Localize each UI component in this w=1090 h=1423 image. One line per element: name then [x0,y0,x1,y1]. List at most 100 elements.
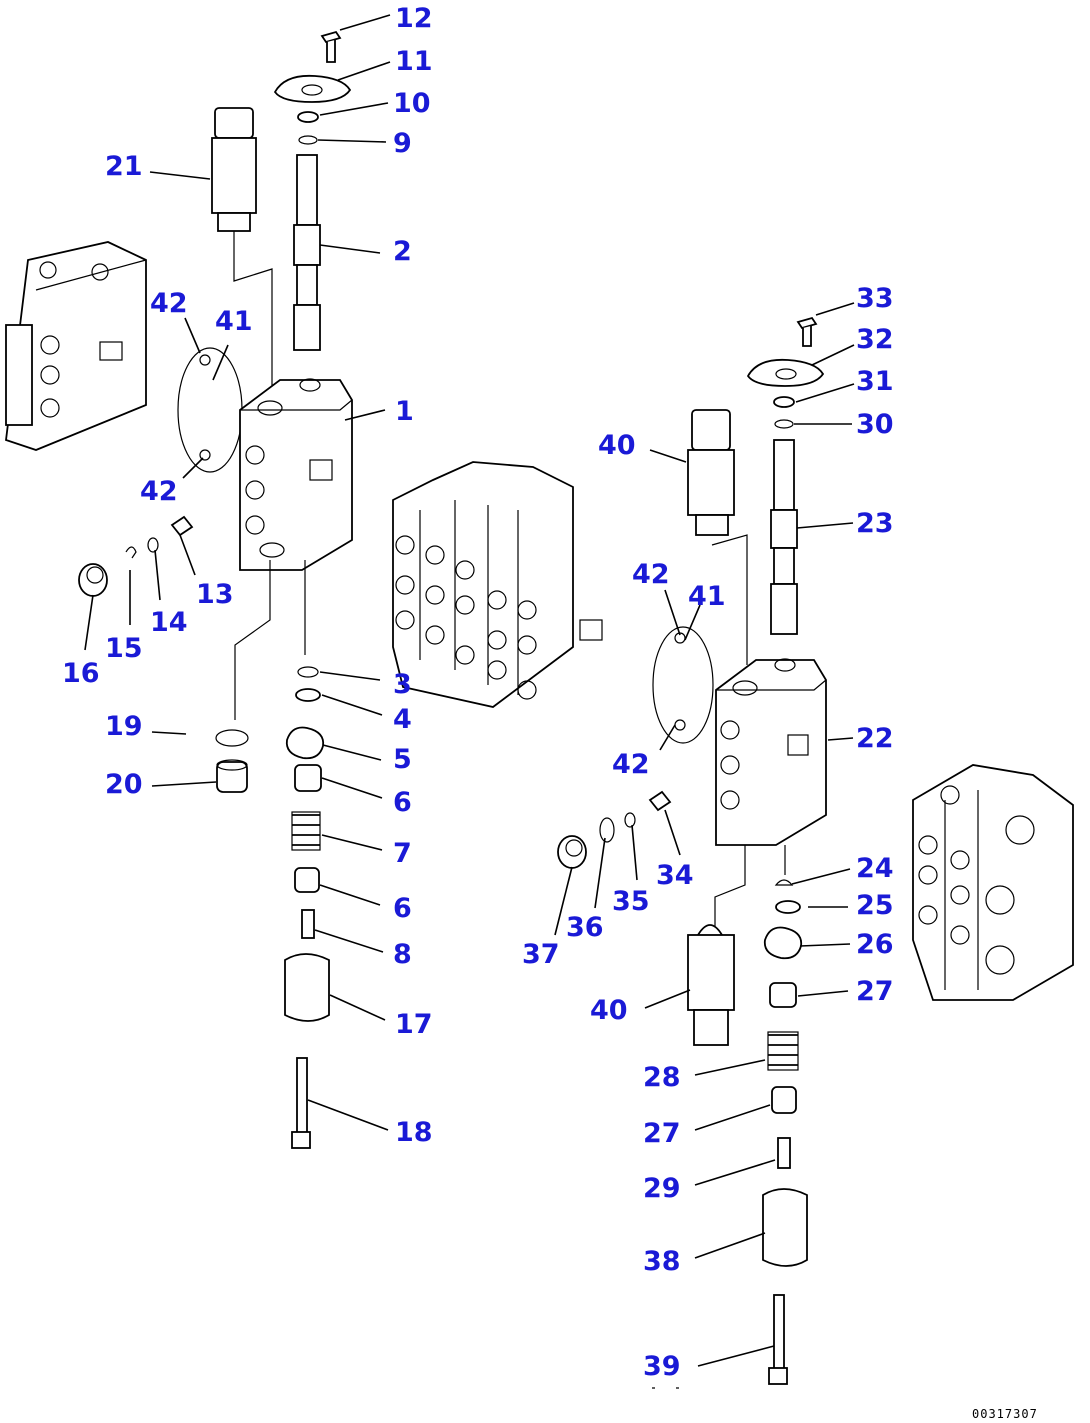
part-18-bolt [291,1057,311,1149]
part-26-cover [763,926,803,960]
part-6-retainer [294,867,320,893]
part-29-stopper [777,1137,791,1169]
part-36-oring [599,817,615,843]
part-32-flange [746,358,825,387]
section-block-right [912,764,1074,1001]
callout-42: 42 [612,749,650,780]
callout-41: 41 [688,581,726,612]
part-42-seal [199,449,211,461]
callout-42: 42 [632,559,670,590]
callout-10: 10 [393,88,431,119]
callout-2: 2 [393,236,412,267]
part-34-plug [648,790,672,812]
part-19-seal [215,729,249,747]
callout-22: 22 [856,723,894,754]
callout-40: 40 [598,430,636,461]
leader-lines [84,14,855,1367]
callout-37: 37 [522,939,560,970]
callout-1: 1 [395,396,414,427]
part-42-seal [674,719,686,731]
drawing-code: 00317307 [972,1407,1038,1421]
part-33-bolt [796,316,818,347]
callout-11: 11 [395,46,433,77]
part-38-cap [762,1188,808,1267]
callout-39: 39 [643,1351,681,1382]
part-20-plug [216,759,248,793]
part-41-gasket [652,626,714,744]
part-31-oring [773,396,795,408]
callout-labels: 12 11 10 9 21 2 42 41 1 42 13 14 15 16 3… [62,3,894,1382]
part-3-ring [297,666,319,678]
callout-6: 6 [393,787,412,818]
callout-4: 4 [393,704,412,735]
part-13-plug [170,515,194,537]
part-17-cap [284,953,330,1022]
callout-7: 7 [393,838,412,869]
callout-20: 20 [105,769,143,800]
part-24-seal [774,879,794,886]
part-28-spring [767,1031,799,1071]
callout-40: 40 [590,995,628,1026]
callout-36: 36 [566,912,604,943]
part-40-relief-valve-upper [687,409,748,665]
part-39-bolt [768,1294,788,1385]
part-27-retainer [769,982,797,1008]
callout-33: 33 [856,283,894,314]
part-42-seal [199,354,211,366]
part-2-spool [293,154,321,351]
part-14-ring [147,537,159,553]
part-9-ring [298,135,318,145]
callout-19: 19 [105,711,143,742]
part-10-oring [297,111,319,123]
part-7-spring [291,811,321,851]
part-30-ring [774,419,794,429]
callout-32: 32 [856,324,894,355]
part-23-spool [770,439,798,635]
part-5-cover [285,726,325,760]
callout-35: 35 [612,886,650,917]
callout-15: 15 [105,633,143,664]
callout-27: 27 [643,1118,681,1149]
callout-23: 23 [856,508,894,539]
part-8-stopper [301,909,315,939]
part-12-bolt [320,30,342,63]
part-37-plug [557,835,587,869]
callout-17: 17 [395,1009,433,1040]
callout-29: 29 [643,1173,681,1204]
part-22-valve-body [715,658,827,846]
callout-31: 31 [856,366,894,397]
callout-3: 3 [393,669,412,700]
part-16-plug [78,563,108,597]
part-21-relief-valve [211,107,273,399]
callout-42: 42 [140,476,178,507]
callout-30: 30 [856,409,894,440]
valve-stack-center [392,461,603,708]
callout-38: 38 [643,1246,681,1277]
section-block-left [5,241,147,451]
callout-34: 34 [656,860,694,891]
callout-8: 8 [393,939,412,970]
part-27-retainer [771,1086,797,1114]
part-40-relief-valve-lower [687,924,735,1046]
part-1-valve-body [239,378,353,571]
callout-5: 5 [393,744,412,775]
callout-6: 6 [393,893,412,924]
part-11-flange [273,74,352,103]
callout-25: 25 [856,890,894,921]
callout-13: 13 [196,579,234,610]
callout-27: 27 [856,976,894,1007]
part-15-pin [125,546,137,559]
callout-18: 18 [395,1117,433,1148]
callout-41: 41 [215,306,253,337]
callout-14: 14 [150,607,188,638]
callout-21: 21 [105,151,143,182]
callout-9: 9 [393,128,412,159]
callout-24: 24 [856,853,894,884]
part-25-oring [775,900,801,914]
part-6-retainer [294,764,322,792]
callout-42: 42 [150,288,188,319]
callout-28: 28 [643,1062,681,1093]
part-4-oring [295,688,321,702]
